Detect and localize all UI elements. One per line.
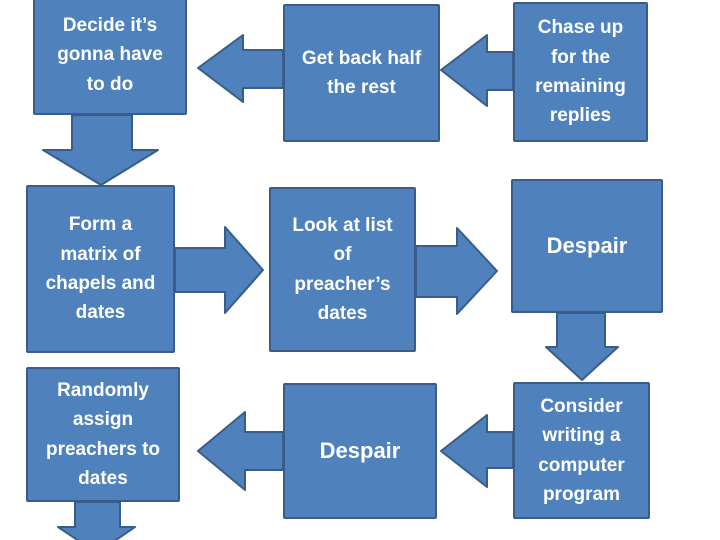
arrow-down-despair1-to-considerprogram: [545, 312, 619, 381]
arrow-down-randomlyassign-offscreen: [57, 501, 136, 540]
node-consider-program: Consider writing a computer program: [513, 382, 650, 519]
node-randomly-assign: Randomly assign preachers to dates: [26, 367, 180, 502]
arrow-right-formmatrix-to-lookatlist: [174, 226, 264, 314]
node-consider-program-label: Consider writing a computer program: [538, 395, 625, 505]
node-look-at-list: Look at list of preacher’s dates: [269, 187, 416, 352]
node-despair-1: Despair: [511, 179, 663, 313]
node-look-at-list-label: Look at list of preacher’s dates: [292, 214, 393, 324]
node-despair-2: Despair: [283, 383, 437, 519]
arrow-left-getback-to-decide: [197, 34, 284, 103]
arrow-left-despair2-to-randomlyassign: [197, 411, 284, 491]
node-decide: Decide it’s gonna have to do: [33, 0, 187, 115]
arrow-right-lookatlist-to-despair1: [415, 227, 498, 315]
arrow-down-decide-to-formmatrix: [42, 114, 159, 186]
node-despair-1-label: Despair: [546, 232, 628, 258]
node-get-back-half: Get back half the rest: [283, 4, 440, 142]
node-chase-up: Chase up for the remaining replies: [513, 2, 648, 142]
node-form-matrix-label: Form a matrix of chapels and dates: [45, 214, 156, 324]
arrow-left-considerprogram-to-despair2: [440, 414, 514, 488]
node-chase-up-label: Chase up for the remaining replies: [535, 17, 626, 127]
node-get-back-half-label: Get back half the rest: [301, 47, 422, 98]
node-despair-2-label: Despair: [319, 437, 401, 463]
node-form-matrix: Form a matrix of chapels and dates: [26, 185, 175, 353]
arrow-left-chaseup-to-getback: [440, 34, 514, 107]
node-randomly-assign-label: Randomly assign preachers to dates: [45, 379, 161, 489]
node-decide-label: Decide it’s gonna have to do: [57, 14, 163, 95]
